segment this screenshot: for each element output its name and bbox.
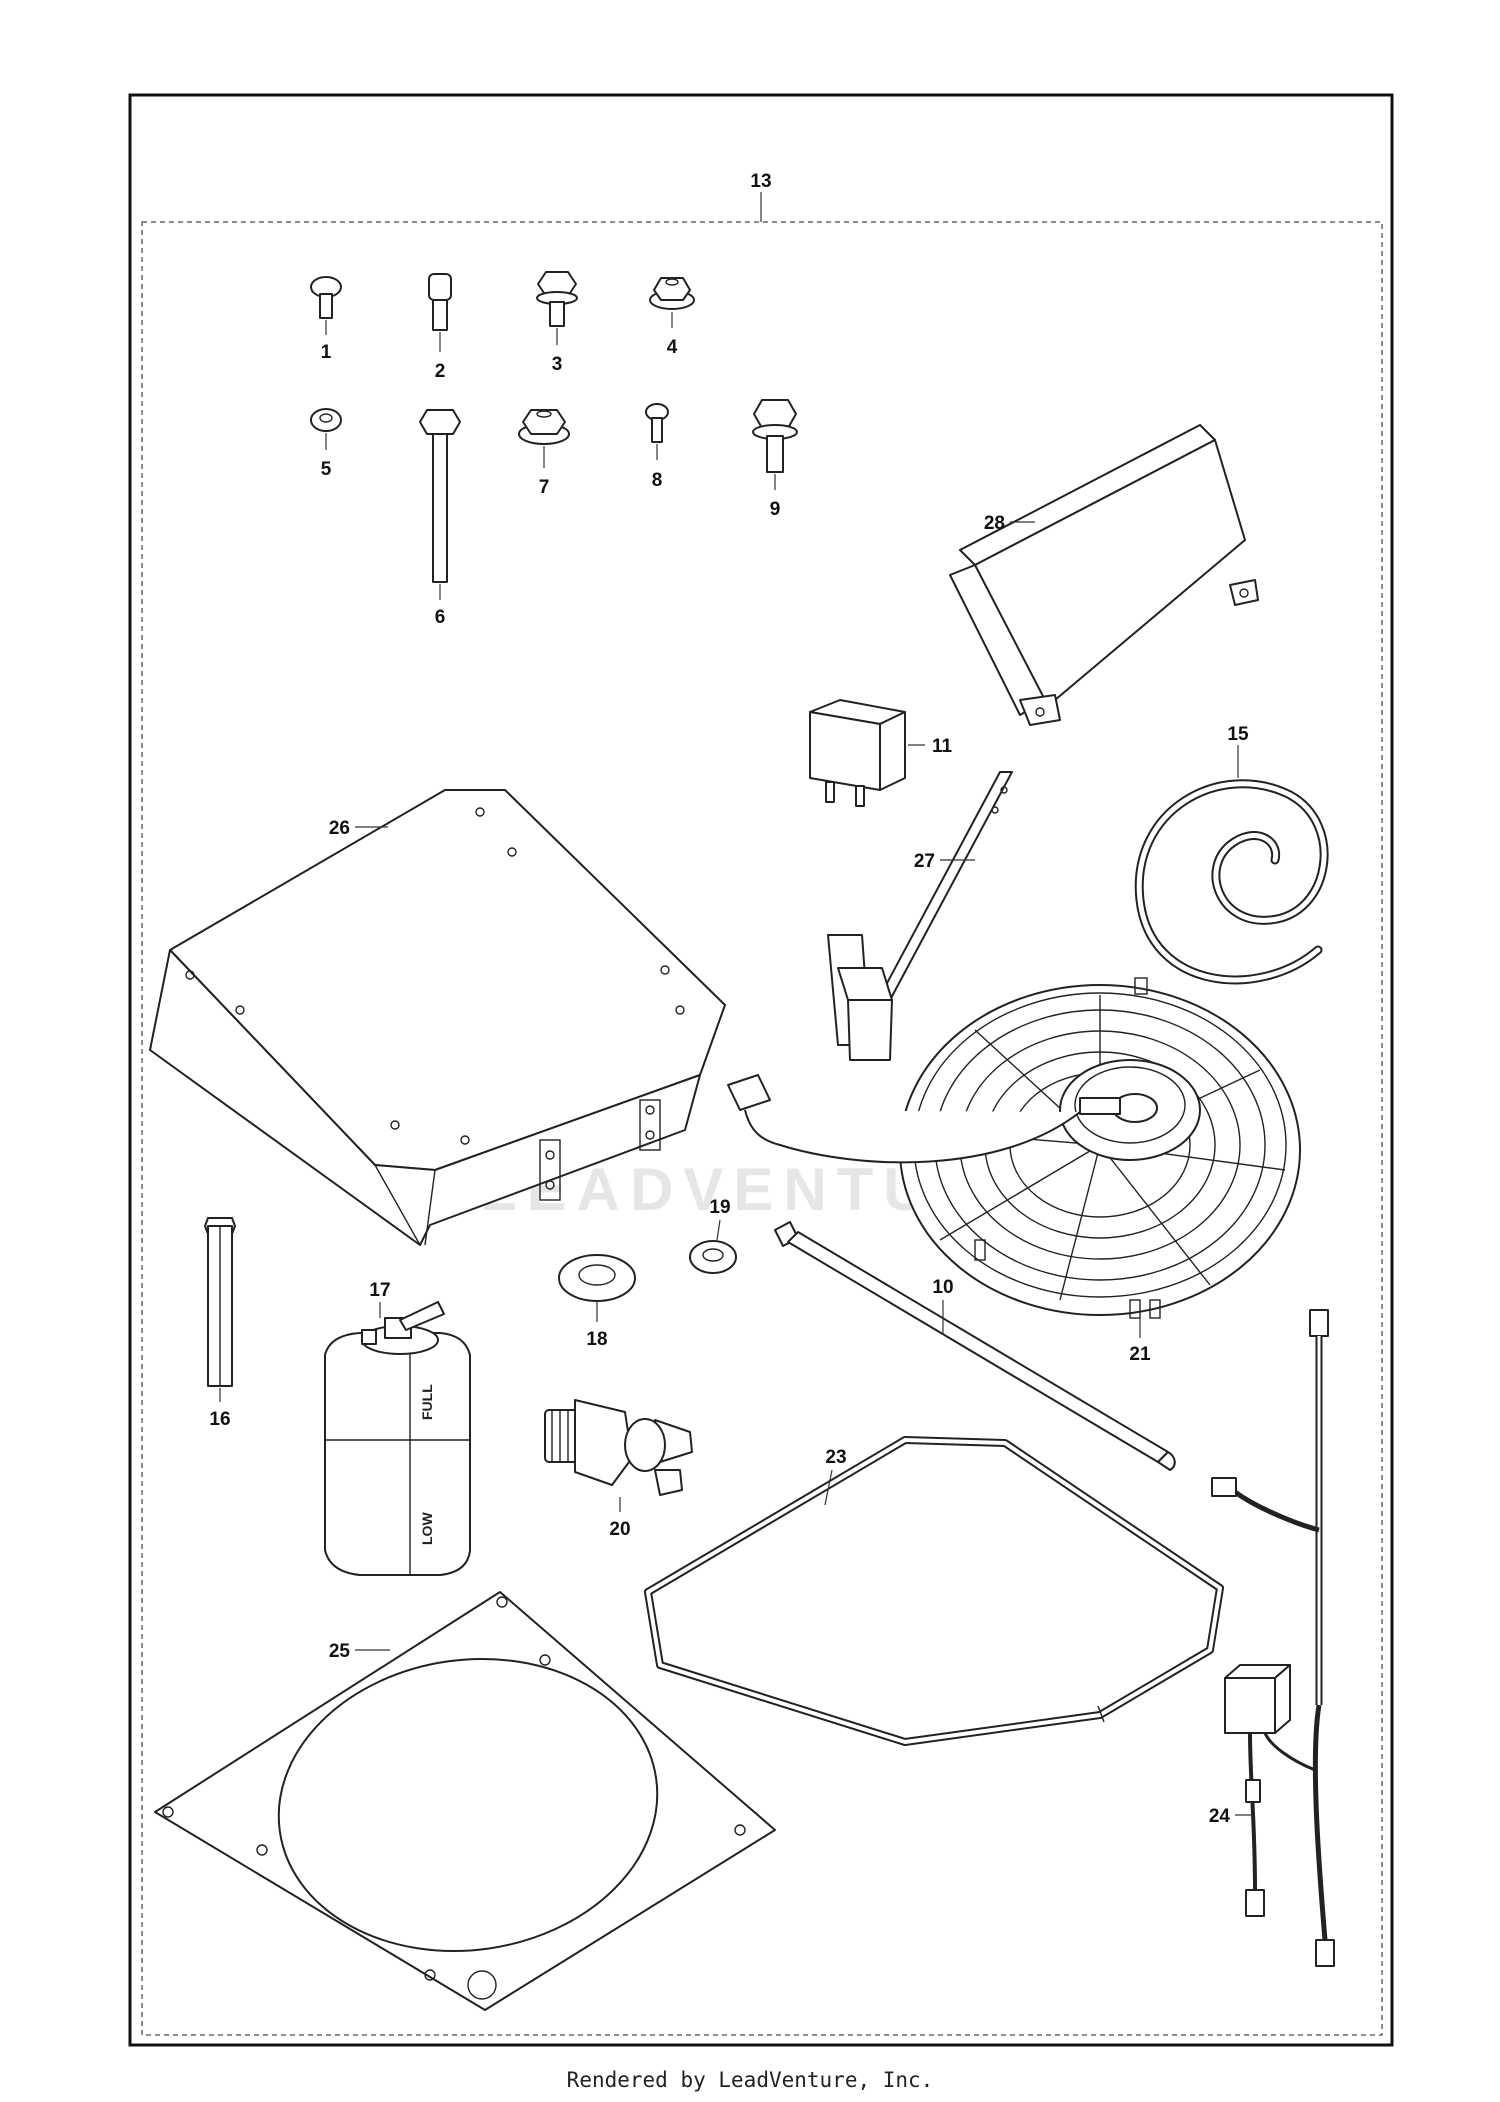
part-9-bolt: [752, 399, 798, 473]
part-8-screw: [645, 403, 669, 443]
part-18-grommet: [558, 1254, 636, 1302]
label-21: 21: [1129, 1344, 1151, 1365]
part-3-bolt: [536, 271, 578, 327]
part-15-coiled-hose: [1134, 779, 1329, 985]
part-19-grommet: [689, 1240, 737, 1274]
label-20: 20: [609, 1519, 630, 1540]
label-7: 7: [539, 477, 550, 498]
label-1: 1: [321, 342, 332, 363]
label-26: 26: [329, 818, 350, 839]
label-24: 24: [1209, 1806, 1231, 1827]
label-18: 18: [586, 1329, 607, 1350]
label-11: 11: [932, 736, 953, 757]
part-11-relay: [809, 699, 906, 807]
part-4-nut: [649, 277, 695, 310]
part-23-seal: [644, 1436, 1224, 1746]
bottle-full-mark: FULL: [419, 1384, 435, 1420]
part-17-reservoir: FULL LOW: [324, 1301, 471, 1576]
part-1-screw: [310, 276, 342, 319]
label-15: 15: [1227, 724, 1249, 745]
part-6-long-bolt: [419, 409, 461, 583]
label-8: 8: [652, 470, 663, 491]
label-25: 25: [329, 1641, 351, 1662]
label-4: 4: [667, 337, 678, 358]
label-10: 10: [932, 1277, 953, 1298]
part-2-screw: [428, 273, 452, 331]
label-2: 2: [435, 361, 446, 382]
part-28-bracket: [949, 424, 1259, 726]
label-3: 3: [552, 354, 563, 375]
label-5: 5: [321, 459, 332, 480]
part-24-wire-harness: [1211, 1309, 1335, 1967]
label-9: 9: [770, 499, 781, 520]
outer-frame: [128, 93, 1394, 2047]
part-27-bracket: [827, 771, 1013, 1061]
label-17: 17: [369, 1280, 390, 1301]
part-16-standoff: [204, 1217, 236, 1387]
label-23: 23: [825, 1447, 846, 1468]
bottle-low-mark: LOW: [419, 1512, 435, 1545]
label-13: 13: [750, 171, 771, 192]
label-19: 19: [709, 1197, 730, 1218]
part-10-cable-tie: [774, 1221, 1176, 1471]
label-28: 28: [984, 513, 1005, 534]
label-6: 6: [435, 607, 446, 628]
label-27: 27: [914, 851, 935, 872]
part-20-temp-switch: [544, 1399, 693, 1496]
footer-credit: Rendered by LeadVenture, Inc.: [566, 2068, 934, 2092]
part-5-washer: [310, 408, 342, 432]
part-7-nut: [518, 409, 570, 445]
part-25-shroud: [154, 1591, 776, 2011]
kit-boundary: [141, 221, 1383, 2036]
part-26-cover: [149, 789, 726, 1246]
part-21-fan: [727, 977, 1301, 1319]
label-16: 16: [209, 1409, 230, 1430]
